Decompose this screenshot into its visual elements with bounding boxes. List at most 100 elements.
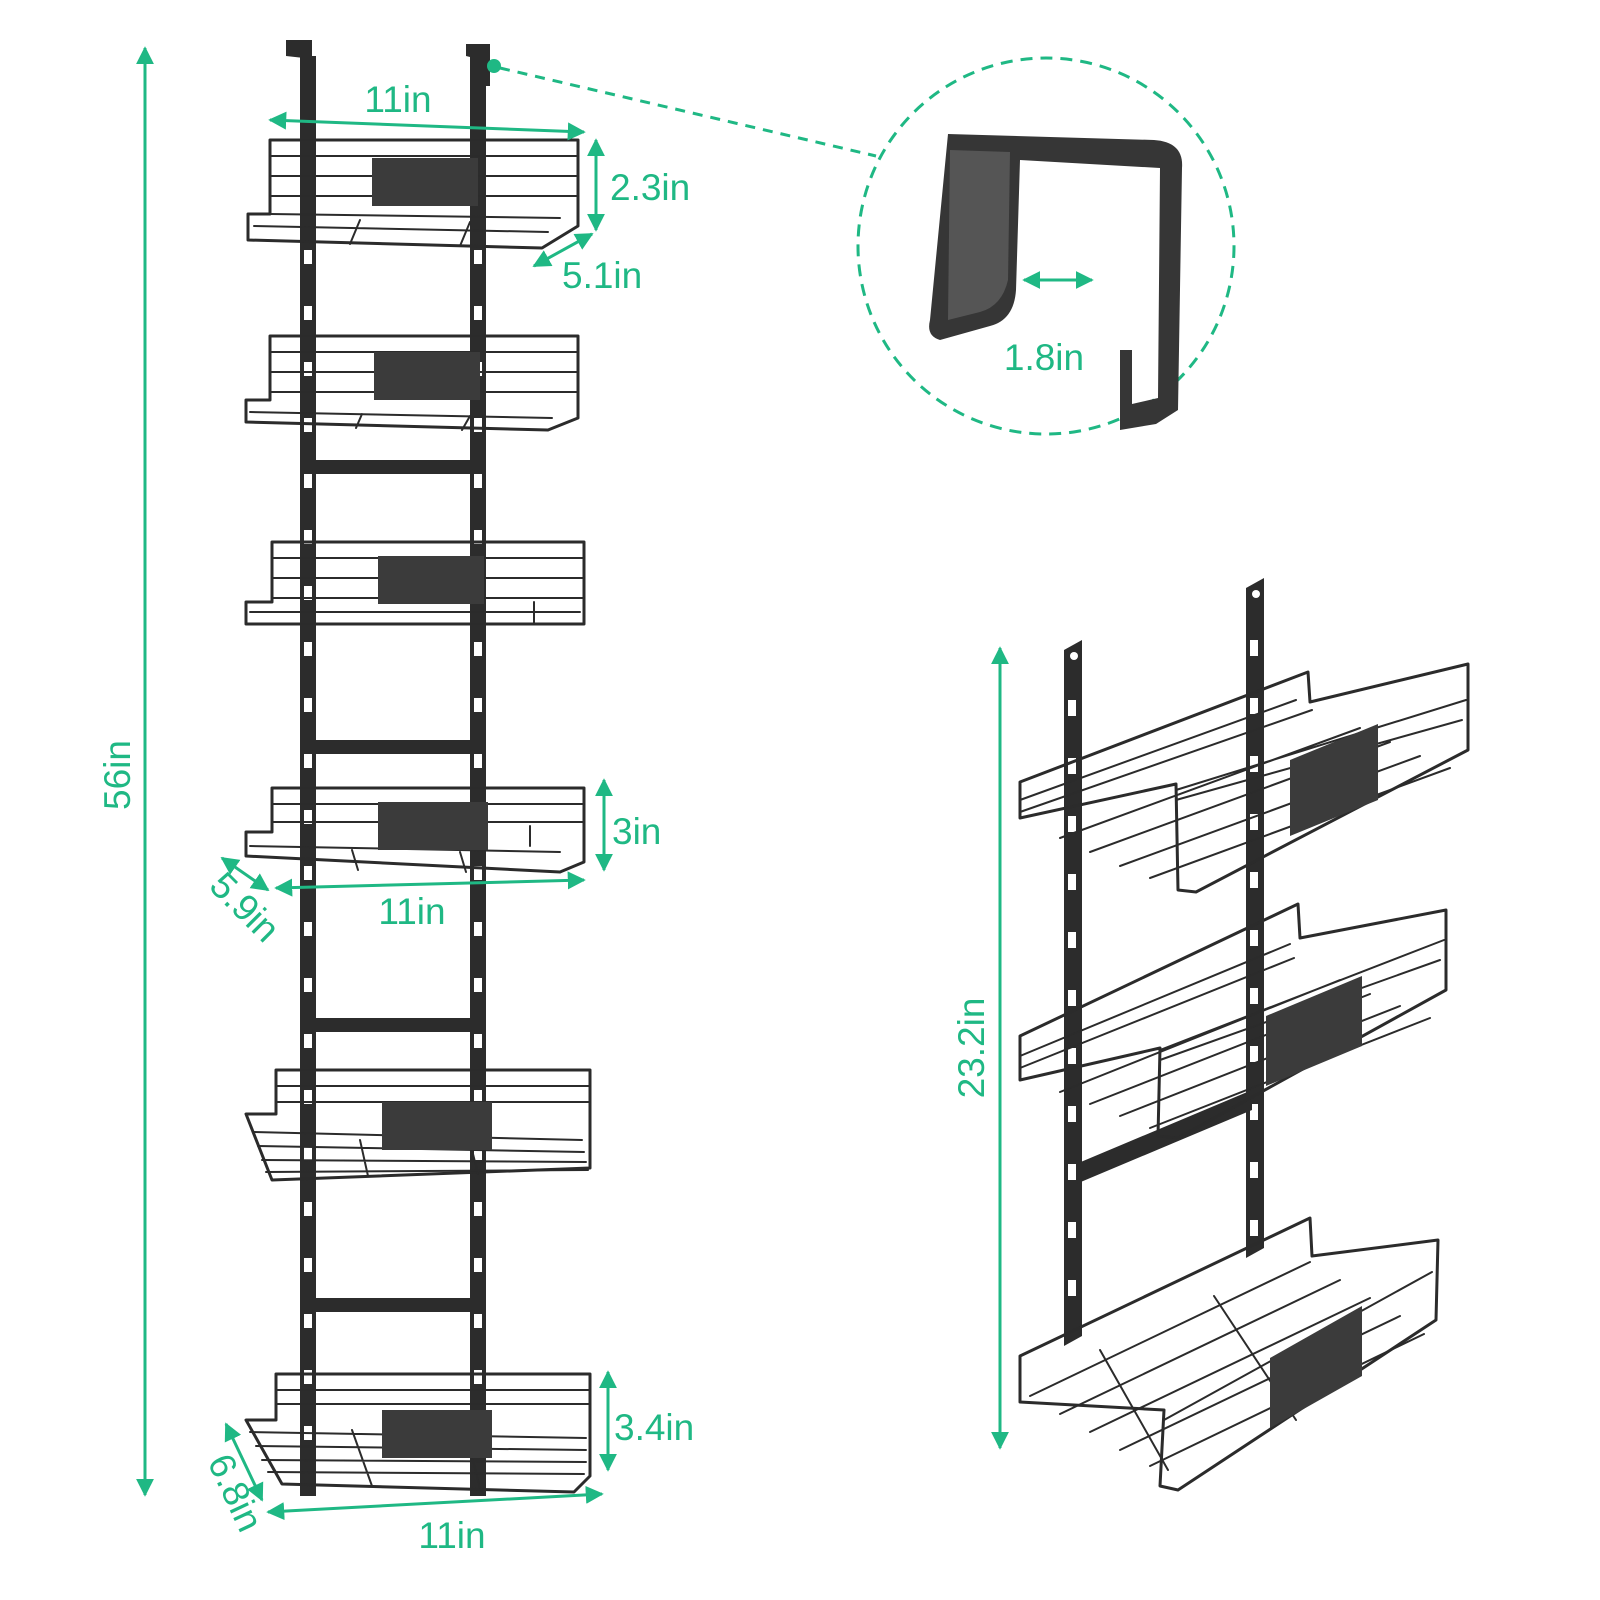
post-slot	[304, 642, 312, 656]
small-post-slot	[1250, 988, 1258, 1004]
post-slot	[474, 474, 482, 488]
post-slot	[474, 1370, 482, 1384]
top-basket-depth-label: 5.1in	[562, 255, 642, 296]
post-slot	[474, 922, 482, 936]
post-slot	[304, 1258, 312, 1272]
small-post-slot	[1250, 1162, 1258, 1178]
post-slot	[304, 1146, 312, 1160]
small-post-slot	[1068, 700, 1076, 716]
middle-basket-width-arrow	[274, 871, 586, 897]
post-slot	[304, 978, 312, 992]
post-slot	[304, 754, 312, 768]
post-slot	[304, 1034, 312, 1048]
post-slot	[474, 306, 482, 320]
post-slot	[304, 1370, 312, 1384]
middle-basket-depth-label: 5.9in	[202, 864, 288, 950]
small-post-slot	[1250, 1220, 1258, 1236]
basket-5	[244, 1068, 592, 1182]
top-width-arrow	[268, 111, 586, 141]
callout-anchor-dot	[487, 59, 501, 73]
basket-2	[244, 334, 580, 432]
post-slot	[304, 586, 312, 600]
post-slot	[474, 1258, 482, 1272]
post-slot	[474, 1146, 482, 1160]
callout-circle	[856, 56, 1236, 436]
middle-basket-width-label: 11in	[378, 891, 445, 932]
bottom-basket-height-label: 3.4in	[614, 1407, 694, 1448]
basket-1	[246, 138, 580, 250]
small-post-slot	[1068, 932, 1076, 948]
post-slot	[304, 474, 312, 488]
dimension-labels: 56in 11in 2.3in 5.1in 1.8in 3in 5.9in 11…	[97, 79, 1084, 1556]
small-post-slot	[1068, 990, 1076, 1006]
small-post-slot	[1068, 1164, 1076, 1180]
callout-leader-line	[499, 66, 877, 158]
post-slot	[474, 1034, 482, 1048]
post-slot	[304, 1314, 312, 1328]
post-slot	[304, 1202, 312, 1216]
post-slot	[474, 1314, 482, 1328]
post-slot	[474, 418, 482, 432]
post-slot	[304, 1090, 312, 1104]
post-slot	[304, 530, 312, 544]
top-basket-height-label: 2.3in	[610, 167, 690, 208]
post-slot	[474, 754, 482, 768]
left-post	[300, 56, 316, 1496]
middle-basket-height-label: 3in	[612, 811, 661, 852]
small-post-slot	[1068, 1222, 1076, 1238]
small-post-slot	[1250, 872, 1258, 888]
small-three-tier-rack	[1018, 578, 1470, 1492]
small-post-slot	[1250, 640, 1258, 656]
basket-3	[244, 540, 586, 626]
post-slot	[304, 866, 312, 880]
total-height-label: 56in	[97, 740, 138, 810]
middle-basket-depth-arrow	[220, 856, 270, 892]
post-slot	[304, 306, 312, 320]
bottom-basket-depth-arrow	[224, 1422, 264, 1502]
post-slot	[304, 810, 312, 824]
post-slot	[474, 1202, 482, 1216]
small-post-slot	[1250, 1104, 1258, 1120]
post-slot	[474, 530, 482, 544]
small-basket-2	[1018, 902, 1448, 1140]
post-slot	[304, 362, 312, 376]
post-slot	[304, 922, 312, 936]
small-right-post	[1246, 578, 1264, 1258]
bottom-basket-width-arrow	[266, 1485, 604, 1521]
small-post-slots	[1068, 640, 1258, 1296]
basket-6	[244, 1372, 592, 1494]
small-post-slot	[1068, 758, 1076, 774]
post-slot	[474, 642, 482, 656]
small-basket-1	[1018, 662, 1470, 894]
bottom-basket-width-label: 11in	[418, 1515, 485, 1556]
small-post-slot	[1068, 816, 1076, 832]
small-post-slot	[1250, 814, 1258, 830]
small-post-slot	[1068, 874, 1076, 890]
cross-bars	[300, 460, 486, 1312]
top-width-label: 11in	[364, 79, 431, 120]
small-post-slot	[1250, 698, 1258, 714]
hook-detail-callout	[487, 56, 1236, 436]
dimension-lines	[136, 46, 1009, 1521]
small-post-slot	[1068, 1280, 1076, 1296]
small-post-slot	[1068, 1106, 1076, 1122]
top-basket-depth-arrow	[532, 232, 594, 268]
post-slot	[474, 1090, 482, 1104]
small-post-slot	[1250, 756, 1258, 772]
right-post	[470, 56, 486, 1496]
post-slot	[474, 978, 482, 992]
small-post-slot	[1250, 930, 1258, 946]
basket-4	[244, 786, 586, 874]
post-slot	[474, 250, 482, 264]
small-post-slot	[1068, 1048, 1076, 1064]
small-post-slot	[1250, 1046, 1258, 1062]
small-unit-height-label: 23.2in	[951, 998, 992, 1099]
post-slot	[304, 250, 312, 264]
post-slot	[304, 698, 312, 712]
post-slot	[474, 698, 482, 712]
small-basket-3	[1018, 1216, 1440, 1492]
tall-door-rack	[244, 40, 592, 1496]
hook-gap-label: 1.8in	[1004, 337, 1084, 378]
hook-bracket-closeup	[929, 134, 1183, 430]
